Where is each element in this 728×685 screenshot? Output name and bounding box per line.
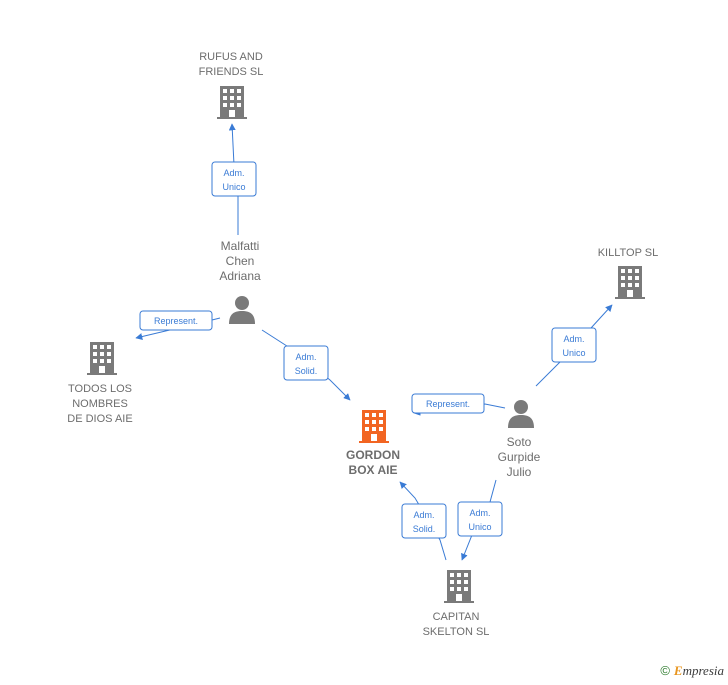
building-icon [87,342,117,375]
svg-text:Soto: Soto [507,435,532,449]
svg-text:GORDON: GORDON [346,448,400,462]
svg-text:Adm.: Adm. [563,334,584,344]
building-icon [444,570,474,603]
edge-label-soto-capitan: Adm. Unico [457,501,503,537]
node-capitan[interactable]: CAPITAN SKELTON SL [423,570,490,638]
svg-text:Represent.: Represent. [426,399,470,409]
edge-label-malfatti-todos: Represent. [139,310,213,331]
svg-text:KILLTOP SL: KILLTOP SL [598,247,659,259]
building-icon [359,410,389,443]
svg-text:BOX AIE: BOX AIE [349,463,398,477]
building-icon [217,86,247,119]
svg-text:Solid.: Solid. [295,366,318,376]
edge-label-malfatti-gordon: Adm. Solid. [283,345,329,381]
svg-text:Unico: Unico [562,348,585,358]
edge-label-soto-killtop: Adm. Unico [551,327,597,363]
svg-text:Gurpide: Gurpide [498,450,541,464]
node-rufus[interactable]: RUFUS AND FRIENDS SL [199,51,264,119]
person-icon [229,296,255,324]
svg-text:Adm.: Adm. [469,508,490,518]
node-malfatti[interactable]: Malfatti Chen Adriana [219,239,261,324]
brand-logo: ©Empresia [660,663,724,678]
svg-text:Malfatti: Malfatti [221,239,260,253]
svg-text:TODOS LOS: TODOS LOS [68,383,132,395]
building-icon [615,266,645,299]
node-soto[interactable]: Soto Gurpide Julio [498,400,541,479]
svg-text:Adm.: Adm. [413,510,434,520]
node-todos[interactable]: TODOS LOS NOMBRES DE DIOS AIE [67,342,133,425]
copyright-icon: © [660,663,670,678]
svg-text:Solid.: Solid. [413,524,436,534]
svg-text:RUFUS AND: RUFUS AND [199,51,263,63]
svg-text:Unico: Unico [222,182,245,192]
svg-text:Adm.: Adm. [223,168,244,178]
node-killtop[interactable]: KILLTOP SL [598,247,659,299]
svg-text:Represent.: Represent. [154,316,198,326]
svg-text:Unico: Unico [468,522,491,532]
svg-text:NOMBRES: NOMBRES [72,398,128,410]
edge-label-soto-gordon: Represent. [411,393,485,414]
svg-text:SKELTON SL: SKELTON SL [423,626,490,638]
svg-text:DE DIOS AIE: DE DIOS AIE [67,413,132,425]
edge-label-malfatti-rufus: Adm. Unico [211,161,257,197]
svg-text:Chen: Chen [226,254,255,268]
svg-text:CAPITAN: CAPITAN [433,611,480,623]
svg-text:Adriana: Adriana [219,269,261,283]
svg-text:FRIENDS SL: FRIENDS SL [199,66,264,78]
svg-text:Adm.: Adm. [295,352,316,362]
edge-label-capitan-gordon: Adm. Solid. [401,503,447,539]
node-gordon[interactable]: GORDON BOX AIE [346,410,400,477]
person-icon [508,400,534,428]
svg-text:Julio: Julio [507,465,532,479]
